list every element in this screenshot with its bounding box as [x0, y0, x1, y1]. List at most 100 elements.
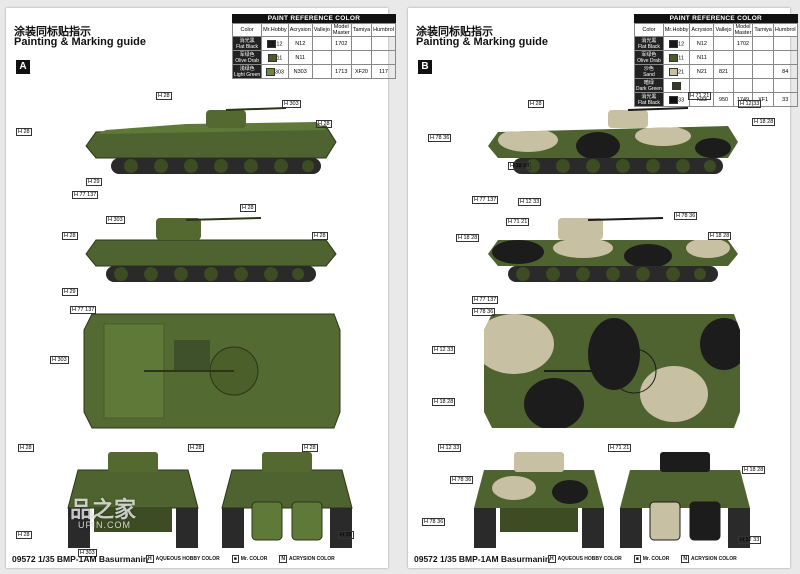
paint-callout: H 28	[316, 120, 332, 128]
paint-callout: H 18 28	[432, 398, 456, 406]
col-header: Vallejo	[311, 23, 332, 37]
paint-code-master: 1713	[330, 64, 352, 79]
paint-code-vallejo	[311, 64, 332, 79]
sheet-title-en: Painting & Marking guide	[14, 36, 147, 48]
rear-view	[221, 452, 353, 548]
paint-callout: H 28	[528, 100, 544, 108]
sheet-title-cn: 涂装同标贴指示	[416, 25, 493, 38]
col-header: Model Master	[330, 23, 352, 37]
vehicle-illustrations-a	[67, 107, 353, 548]
color-swatch	[669, 95, 679, 104]
rear-view	[620, 452, 750, 548]
painting-guide-sheet-a: 涂装同标贴指示 Painting & Marking guide A PAINT…	[6, 8, 396, 568]
paint-callout: H 303	[282, 100, 301, 108]
paint-reference-table: PAINT REFERENCE COLOR Color Mr.Hobby Acr…	[634, 14, 798, 107]
paint-callout: H 28	[338, 531, 354, 539]
paint-callout: H 12 33	[518, 198, 542, 206]
paint-callout: H 77 137	[472, 196, 499, 204]
paint-callout: H 71 21	[506, 218, 530, 226]
paint-callout: H 78 36	[450, 476, 474, 484]
color-swatch	[267, 39, 277, 48]
scheme-letter: B	[418, 60, 432, 74]
paint-callout: H 77 137	[70, 306, 97, 314]
side-view-left	[85, 107, 337, 174]
watermark-url: UPIN.COM	[78, 520, 131, 530]
col-header: Tamiya	[752, 23, 774, 37]
side-view-right	[85, 217, 337, 282]
paint-code-hobby: 33	[662, 92, 691, 107]
paint-callout: H 29	[62, 288, 78, 296]
paint-callout: H 18 28	[708, 232, 732, 240]
sheet-title-cn: 涂装同标贴指示	[14, 25, 91, 38]
top-view	[83, 313, 341, 429]
watermark-logo: 品之家	[70, 498, 137, 523]
side-view-left	[488, 107, 738, 174]
vehicle-illustrations-b	[474, 107, 750, 548]
paint-code-tamiya: XF1	[752, 92, 774, 107]
paint-callout: H 28	[62, 232, 78, 240]
paint-callout: H 303	[78, 549, 97, 557]
col-header: Tamiya	[350, 23, 373, 37]
paint-callout: H 12 33	[438, 444, 462, 452]
col-header: Humbrol	[772, 23, 798, 37]
sheet-title-en: Painting & Marking guide	[416, 36, 549, 48]
legend-mr: ■Mr. COLOR	[633, 555, 670, 563]
color-swatch	[669, 67, 679, 76]
paint-callout: H 29	[86, 178, 102, 186]
paint-callout: H 71 21	[688, 92, 712, 100]
paint-code-vallejo: 950	[713, 92, 734, 107]
paint-callout: H 18 28	[752, 118, 776, 126]
side-view-right	[488, 217, 738, 282]
paint-code-humbrol: 33	[772, 92, 798, 107]
painting-guide-sheet-b: 涂装同标贴指示 Painting & Marking guide B PAINT…	[408, 8, 798, 568]
paint-callout: H 12 33	[738, 536, 762, 544]
paint-callout: H 12 33	[738, 100, 762, 108]
paint-code-acrysion: N303	[287, 64, 313, 79]
color-swatch	[267, 53, 277, 62]
paint-code-humbrol: 117	[371, 64, 396, 79]
color-swatch	[669, 39, 679, 48]
paint-callout: H 28	[16, 531, 32, 539]
table-caption: PAINT REFERENCE COLOR	[232, 14, 396, 23]
footer-title: 09572 1/35 BMP-1AM Basurmanin	[12, 554, 149, 564]
paint-code-vallejo: 821	[713, 64, 734, 79]
color-swatch	[669, 53, 679, 62]
paint-code-hobby: 303	[261, 64, 289, 79]
paint-callout: H 18 28	[456, 234, 480, 242]
col-header: Model Master	[732, 23, 754, 37]
paint-callout: H 78 36	[674, 212, 698, 220]
paint-reference-table: PAINT REFERENCE COLOR Color Mr.Hobby Acr…	[231, 14, 396, 79]
paint-callout: H 18 28	[508, 162, 532, 170]
paint-callout: H 71 21	[608, 444, 632, 452]
top-view	[484, 314, 740, 428]
paint-callout: H 28	[18, 444, 34, 452]
color-swatch	[672, 81, 682, 90]
col-header: Vallejo	[713, 23, 734, 37]
table-caption: PAINT REFERENCE COLOR	[634, 14, 798, 23]
paint-callout: H 28	[188, 444, 204, 452]
paint-callout: H 77 137	[472, 296, 499, 304]
paint-callout: H 77 137	[72, 191, 99, 199]
front-view	[67, 452, 199, 548]
paint-callout: H 78 36	[422, 518, 446, 526]
paint-callout: H 18 28	[742, 466, 766, 474]
footer-title: 09572 1/35 BMP-1AM Basurmanin	[414, 554, 551, 564]
paint-callout: H 78 36	[428, 134, 452, 142]
legend-mr: ■Mr. COLOR	[231, 555, 268, 563]
paint-code-tamiya: XF20	[350, 64, 373, 79]
color-swatch	[265, 67, 275, 76]
scheme-letter: A	[16, 60, 30, 74]
